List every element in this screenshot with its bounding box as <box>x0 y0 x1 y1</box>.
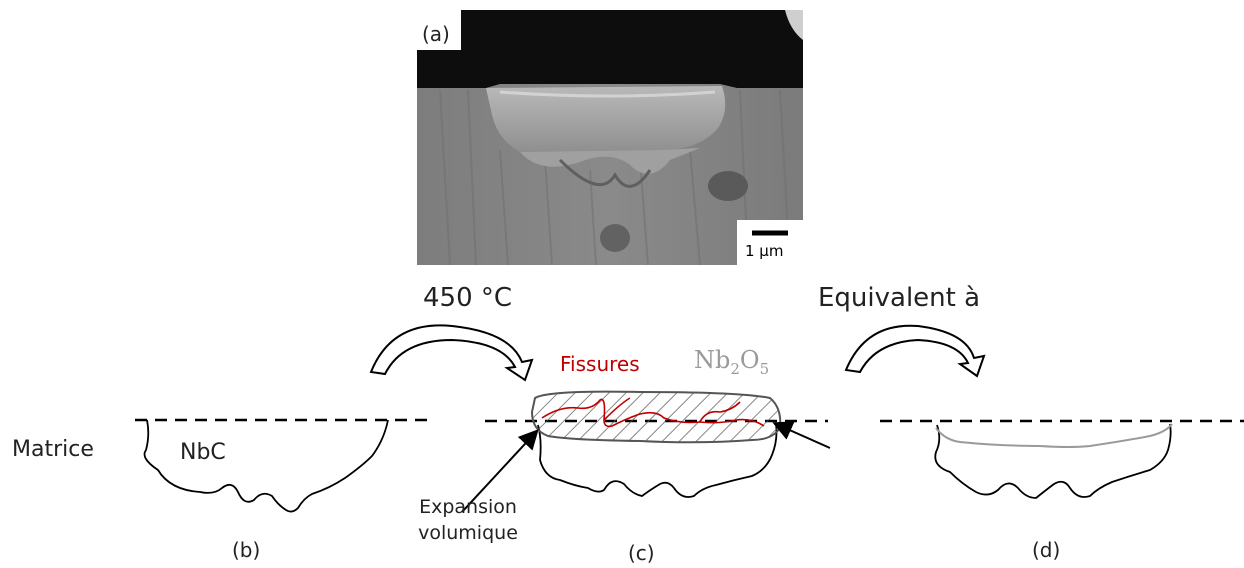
expansion-arrow-right <box>772 421 831 449</box>
nbc-carbide-b <box>143 419 389 513</box>
expansion-label-line2: volumique <box>418 522 518 544</box>
equivalent-shape-d <box>934 423 1173 499</box>
expansion-label: Expansion volumique <box>398 494 538 546</box>
sem-micrograph <box>417 10 803 265</box>
nbc-label: NbC <box>180 440 226 465</box>
fissures-label: Fissures <box>560 352 640 376</box>
panel-label-a: (a) <box>422 22 450 46</box>
arrow-label-equivalent: Equivalent à <box>818 283 981 313</box>
curved-arrow-450 <box>369 324 534 382</box>
expansion-label-line1: Expansion <box>419 496 517 518</box>
oxide-formula-label: Nb2O5 <box>694 346 769 378</box>
oxide-lens <box>530 390 782 444</box>
panel-label-d: (d) <box>1032 538 1061 562</box>
panel-label-c: (c) <box>628 541 655 565</box>
matrix-label: Matrice <box>12 437 94 462</box>
oxide-formula-sub1: 2 <box>730 359 740 378</box>
oxide-formula-base: Nb <box>694 346 731 374</box>
oxide-formula-mid: O <box>739 346 760 374</box>
arrow-label-temperature: 450 °C <box>423 283 513 313</box>
scale-bar-label: 1 µm <box>745 242 784 260</box>
curved-arrow-equivalent <box>844 324 986 378</box>
crack-lines <box>541 397 765 428</box>
expansion-arrow-left <box>461 429 539 513</box>
oxidized-carbide-c <box>530 390 782 498</box>
panel-label-b: (b) <box>232 538 261 562</box>
oxide-formula-sub2: 5 <box>759 359 770 378</box>
